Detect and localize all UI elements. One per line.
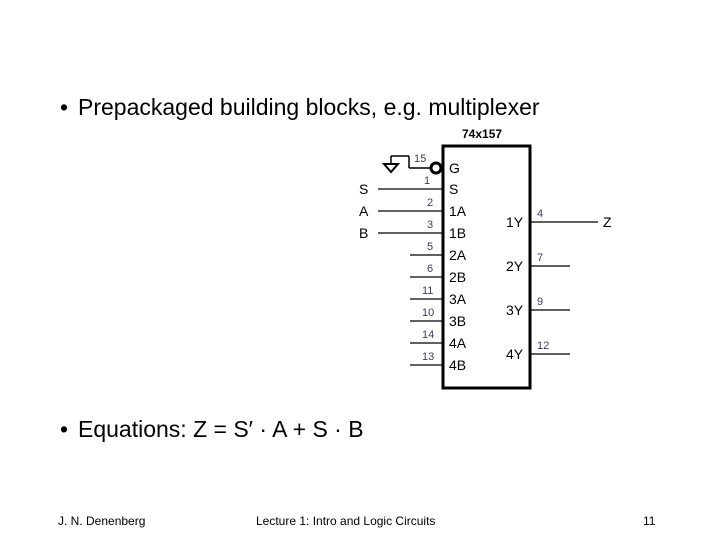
- bullet-text: Prepackaged building blocks, e.g. multip…: [78, 94, 540, 120]
- pin-label: 2A: [449, 247, 467, 263]
- pin-label: G: [449, 160, 460, 176]
- pin-label: 4A: [449, 335, 467, 351]
- ground-icon: [381, 155, 409, 174]
- pin-label: 2B: [449, 269, 466, 285]
- pin-label: 1Y: [506, 214, 524, 230]
- pin-number: 11: [422, 285, 433, 297]
- input-signal-b: B: [359, 225, 368, 241]
- pin-label: 3Y: [506, 302, 524, 318]
- chip-label: 74x157: [462, 127, 502, 141]
- input-signal-a: A: [359, 203, 369, 219]
- right-pin-wires: [530, 221, 598, 355]
- pin-number: 14: [422, 329, 434, 341]
- pin-label: 1B: [449, 225, 466, 241]
- pin-label: 4B: [449, 357, 466, 373]
- pin-number: 4: [537, 208, 543, 220]
- bullet-prepackaged: • Prepackaged building blocks, e.g. multi…: [60, 94, 540, 121]
- pin-number: 2: [427, 197, 433, 209]
- footer-title: Lecture 1: Intro and Logic Circuits: [256, 514, 436, 528]
- pin-number: 7: [537, 252, 543, 264]
- pin-number: 13: [422, 351, 434, 363]
- left-pin-wires: [378, 188, 443, 366]
- input-signal-s: S: [359, 181, 368, 197]
- pin-number: 6: [427, 263, 433, 275]
- inversion-bubble: [429, 161, 443, 175]
- pin-label: 1A: [449, 203, 467, 219]
- bullet-marker: •: [60, 416, 69, 442]
- chip-body: [441, 144, 532, 390]
- pin-label: 2Y: [506, 258, 524, 274]
- pin-label: 3A: [449, 291, 467, 307]
- pin-number: 15: [414, 153, 426, 165]
- pin-number: 5: [427, 241, 433, 253]
- footer-author: J. N. Denenberg: [58, 514, 146, 528]
- pin-number: 1: [424, 175, 430, 187]
- pin-label: 4Y: [506, 346, 524, 362]
- bullet-text: Equations: Z = S′ · A + S · B: [78, 416, 364, 442]
- pin-number: 12: [537, 340, 549, 352]
- pin-label: S: [449, 181, 458, 197]
- pin-number: 9: [537, 296, 543, 308]
- pin-number: 10: [422, 307, 434, 319]
- output-signal-z: Z: [603, 214, 612, 230]
- pin-number: 3: [427, 219, 433, 231]
- pin-label: 3B: [449, 313, 466, 329]
- footer-page-number: 11: [643, 514, 656, 528]
- bullet-equations: • Equations: Z = S′ · A + S · B: [60, 416, 364, 443]
- bullet-marker: •: [60, 94, 69, 120]
